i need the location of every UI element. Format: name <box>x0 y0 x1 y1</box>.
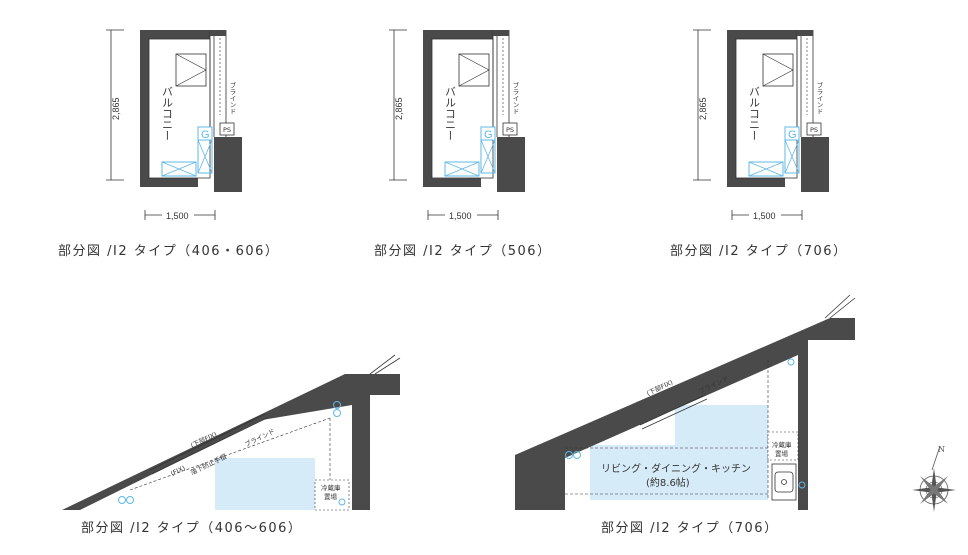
plan-bottom-1 <box>62 354 401 511</box>
balcony-label-2: バルコニー <box>444 86 457 141</box>
caption-top-1: 部分図 /I2 タイプ（406・606） <box>58 244 280 259</box>
plan-top-3 <box>692 29 830 221</box>
caption-bottom-2: 部分図 /I2 タイプ（706） <box>601 521 779 536</box>
balcony-label-1: バルコニー <box>161 86 174 141</box>
fridge-label-2b: 置場 <box>775 449 789 458</box>
north-compass-icon <box>912 445 956 512</box>
ps-label-3: PS <box>810 126 818 134</box>
ldk-name-label: リビング・ダイニング・キッチン <box>601 462 751 475</box>
gas-label-2: G <box>484 129 493 141</box>
gas-label-3: G <box>788 129 797 141</box>
dim-height-3: 2,865 <box>698 97 708 120</box>
blind-label-1: ブラインド <box>228 81 236 115</box>
fridge-label-1a: 冷蔵庫 <box>321 483 341 492</box>
dim-width-2: 1,500 <box>449 211 472 221</box>
dim-width-3: 1,500 <box>753 211 776 221</box>
dim-height-1: 2,865 <box>111 97 121 120</box>
ps-label-1: PS <box>223 126 231 134</box>
plan-top-2 <box>388 29 526 221</box>
fridge-label-1b: 置場 <box>324 492 338 501</box>
fridge-label-2a: 冷蔵庫 <box>772 440 792 449</box>
caption-bottom-1: 部分図 /I2 タイプ（406〜606） <box>81 521 303 536</box>
blind-label-3: ブラインド <box>815 81 823 115</box>
blind-label-b1: ブラインド <box>243 426 276 448</box>
gas-label-1: G <box>201 129 210 141</box>
balcony-label-3: バルコニー <box>748 86 761 141</box>
caption-top-2: 部分図 /I2 タイプ（506） <box>374 244 552 259</box>
north-label: N <box>938 445 945 454</box>
ps-label-2: PS <box>506 126 514 134</box>
caption-top-3: 部分図 /I2 タイプ（706） <box>670 244 848 259</box>
ldk-size-label: (約8.6帖) <box>646 476 690 489</box>
plan-bottom-2 <box>515 294 856 510</box>
fix-label-1: (FIX) <box>169 464 186 478</box>
dim-width-1: 1,500 <box>166 211 189 221</box>
dim-height-2: 2,865 <box>394 97 404 120</box>
blind-label-2: ブラインド <box>511 81 519 115</box>
plan-top-1 <box>105 29 243 221</box>
